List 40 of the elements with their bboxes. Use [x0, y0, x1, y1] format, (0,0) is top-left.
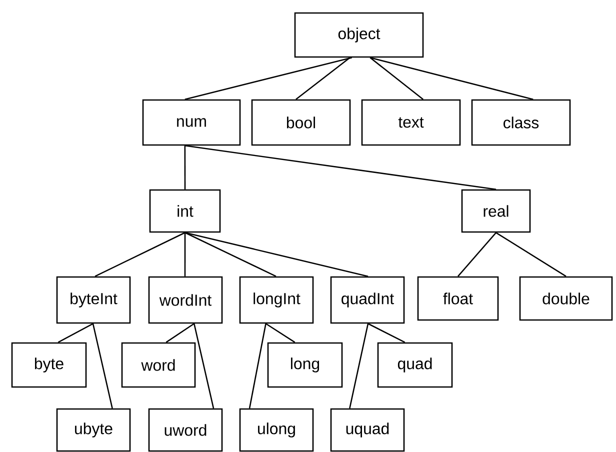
- connector-line: [184, 232, 186, 276]
- connector-line: [296, 57, 350, 100]
- type-box: quad: [377, 342, 453, 388]
- connector-line: [184, 145, 496, 190]
- connector-line: [370, 57, 424, 100]
- type-box: double: [519, 276, 613, 321]
- type-box: byteInt: [56, 276, 131, 324]
- connector-line: [58, 323, 94, 343]
- connector-line: [184, 232, 276, 277]
- type-box: uquad: [330, 408, 405, 452]
- connector-line: [248, 324, 266, 408]
- type-box: long: [267, 342, 343, 388]
- type-box: word: [121, 342, 196, 388]
- type-box: wordInt: [148, 276, 223, 324]
- connector-line: [92, 324, 113, 408]
- connector-line: [370, 57, 534, 100]
- type-box: num: [142, 99, 241, 146]
- type-box: class: [471, 99, 571, 146]
- connector-line: [496, 232, 566, 277]
- type-box: int: [149, 189, 221, 233]
- type-box: real: [461, 189, 531, 233]
- connector-line: [349, 324, 369, 408]
- connector-line: [458, 232, 496, 277]
- type-box: uword: [148, 408, 223, 452]
- connector-line: [265, 323, 296, 343]
- connector-line: [184, 146, 186, 190]
- type-box: bool: [251, 99, 351, 146]
- type-box: byte: [11, 342, 87, 388]
- type-box: object: [294, 12, 424, 58]
- connector-line: [94, 232, 186, 277]
- type-box: ubyte: [56, 408, 131, 452]
- type-box: quadInt: [330, 276, 405, 324]
- type-box: text: [361, 99, 461, 146]
- type-box: ulong: [239, 408, 314, 452]
- type-box: float: [417, 276, 499, 321]
- connector-line: [194, 324, 214, 408]
- type-box: longInt: [239, 276, 314, 324]
- connector-line: [368, 323, 406, 343]
- connector-line: [184, 57, 352, 100]
- connector-line: [184, 232, 368, 277]
